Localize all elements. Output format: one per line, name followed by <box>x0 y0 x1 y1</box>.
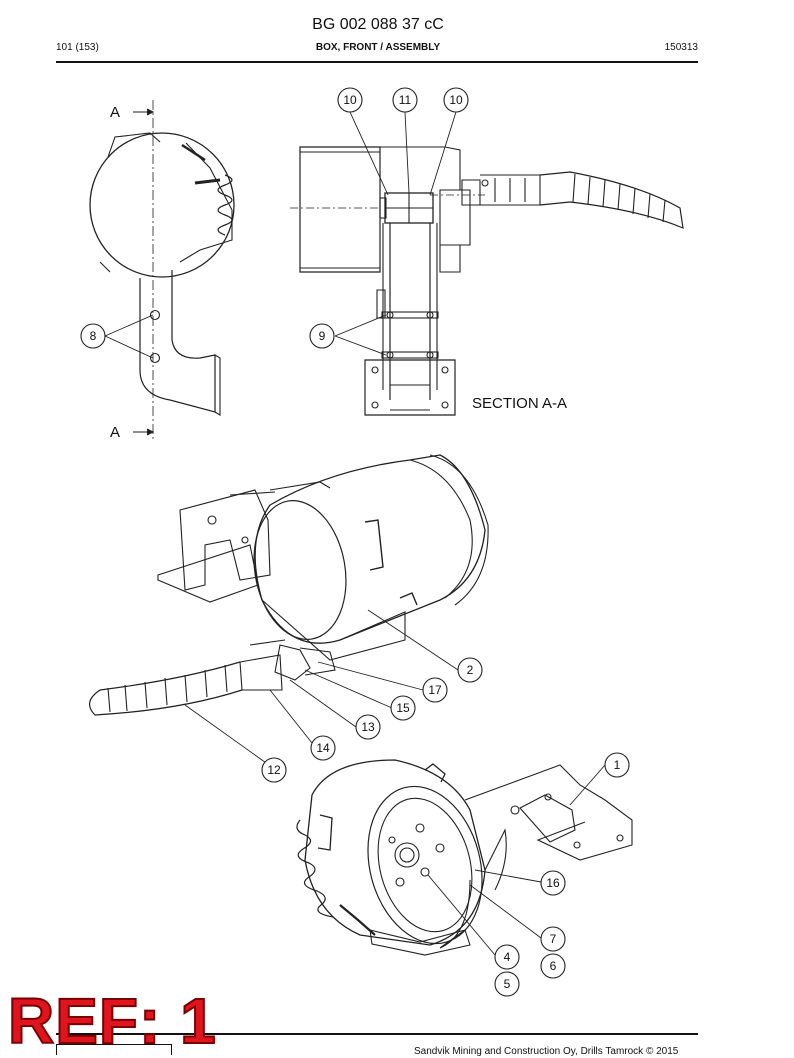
callout-4: 4 <box>494 944 520 970</box>
section-label: SECTION A-A <box>472 395 567 412</box>
revision-date: 150313 <box>664 42 698 53</box>
header-divider <box>56 61 698 63</box>
page-number: 101 (153) <box>56 42 99 53</box>
footer-divider <box>56 1033 698 1035</box>
svg-text:13: 13 <box>361 720 375 734</box>
page-title: BOX, FRONT / ASSEMBLY <box>315 42 441 53</box>
footer-copyright: Sandvik Mining and Construction Oy, Dril… <box>414 1046 679 1057</box>
callout-1: 1 <box>604 752 630 778</box>
svg-text:6: 6 <box>550 959 557 973</box>
stamp-frame <box>56 1044 172 1055</box>
callout-10-right: 10 <box>443 87 469 113</box>
callout-10-left: 10 <box>337 87 363 113</box>
callout-8: 8 <box>80 323 106 349</box>
section-view: SECTION A-A <box>290 146 684 416</box>
callout-15: 15 <box>390 695 416 721</box>
svg-text:5: 5 <box>504 977 511 991</box>
svg-text:10: 10 <box>343 93 357 107</box>
callout-9: 9 <box>309 323 335 349</box>
isometric-view-hose <box>89 454 489 716</box>
svg-text:9: 9 <box>319 329 326 343</box>
callout-6: 6 <box>540 953 566 979</box>
svg-text:17: 17 <box>428 683 442 697</box>
svg-text:16: 16 <box>546 876 560 890</box>
svg-text:14: 14 <box>316 741 330 755</box>
svg-text:4: 4 <box>504 950 511 964</box>
callout-7: 7 <box>540 926 566 952</box>
svg-text:1: 1 <box>614 758 621 772</box>
document-id: BG 002 088 37 cC <box>312 16 444 33</box>
callout-13: 13 <box>355 714 381 740</box>
callout-5: 5 <box>494 971 520 997</box>
reference-stamp: REF: 1 <box>7 984 217 1058</box>
side-view: A A <box>89 100 235 441</box>
cut-mark-bottom: A <box>110 424 120 441</box>
callout-16: 16 <box>540 870 566 896</box>
svg-text:7: 7 <box>550 932 557 946</box>
callout-12: 12 <box>261 757 287 783</box>
svg-text:2: 2 <box>467 663 474 677</box>
callout-14: 14 <box>310 735 336 761</box>
callout-bubbles: 10 11 10 8 9 2 17 15 13 14 12 1 16 7 6 4… <box>80 87 630 997</box>
callout-2: 2 <box>457 657 483 683</box>
svg-text:8: 8 <box>90 329 97 343</box>
callout-17: 17 <box>422 677 448 703</box>
svg-text:15: 15 <box>396 701 410 715</box>
callout-leaders <box>104 111 606 956</box>
callout-11: 11 <box>392 87 418 113</box>
cut-mark-top: A <box>110 104 120 121</box>
svg-text:11: 11 <box>399 93 412 107</box>
isometric-view-rear <box>296 759 633 956</box>
svg-text:10: 10 <box>449 93 463 107</box>
svg-text:12: 12 <box>267 763 281 777</box>
